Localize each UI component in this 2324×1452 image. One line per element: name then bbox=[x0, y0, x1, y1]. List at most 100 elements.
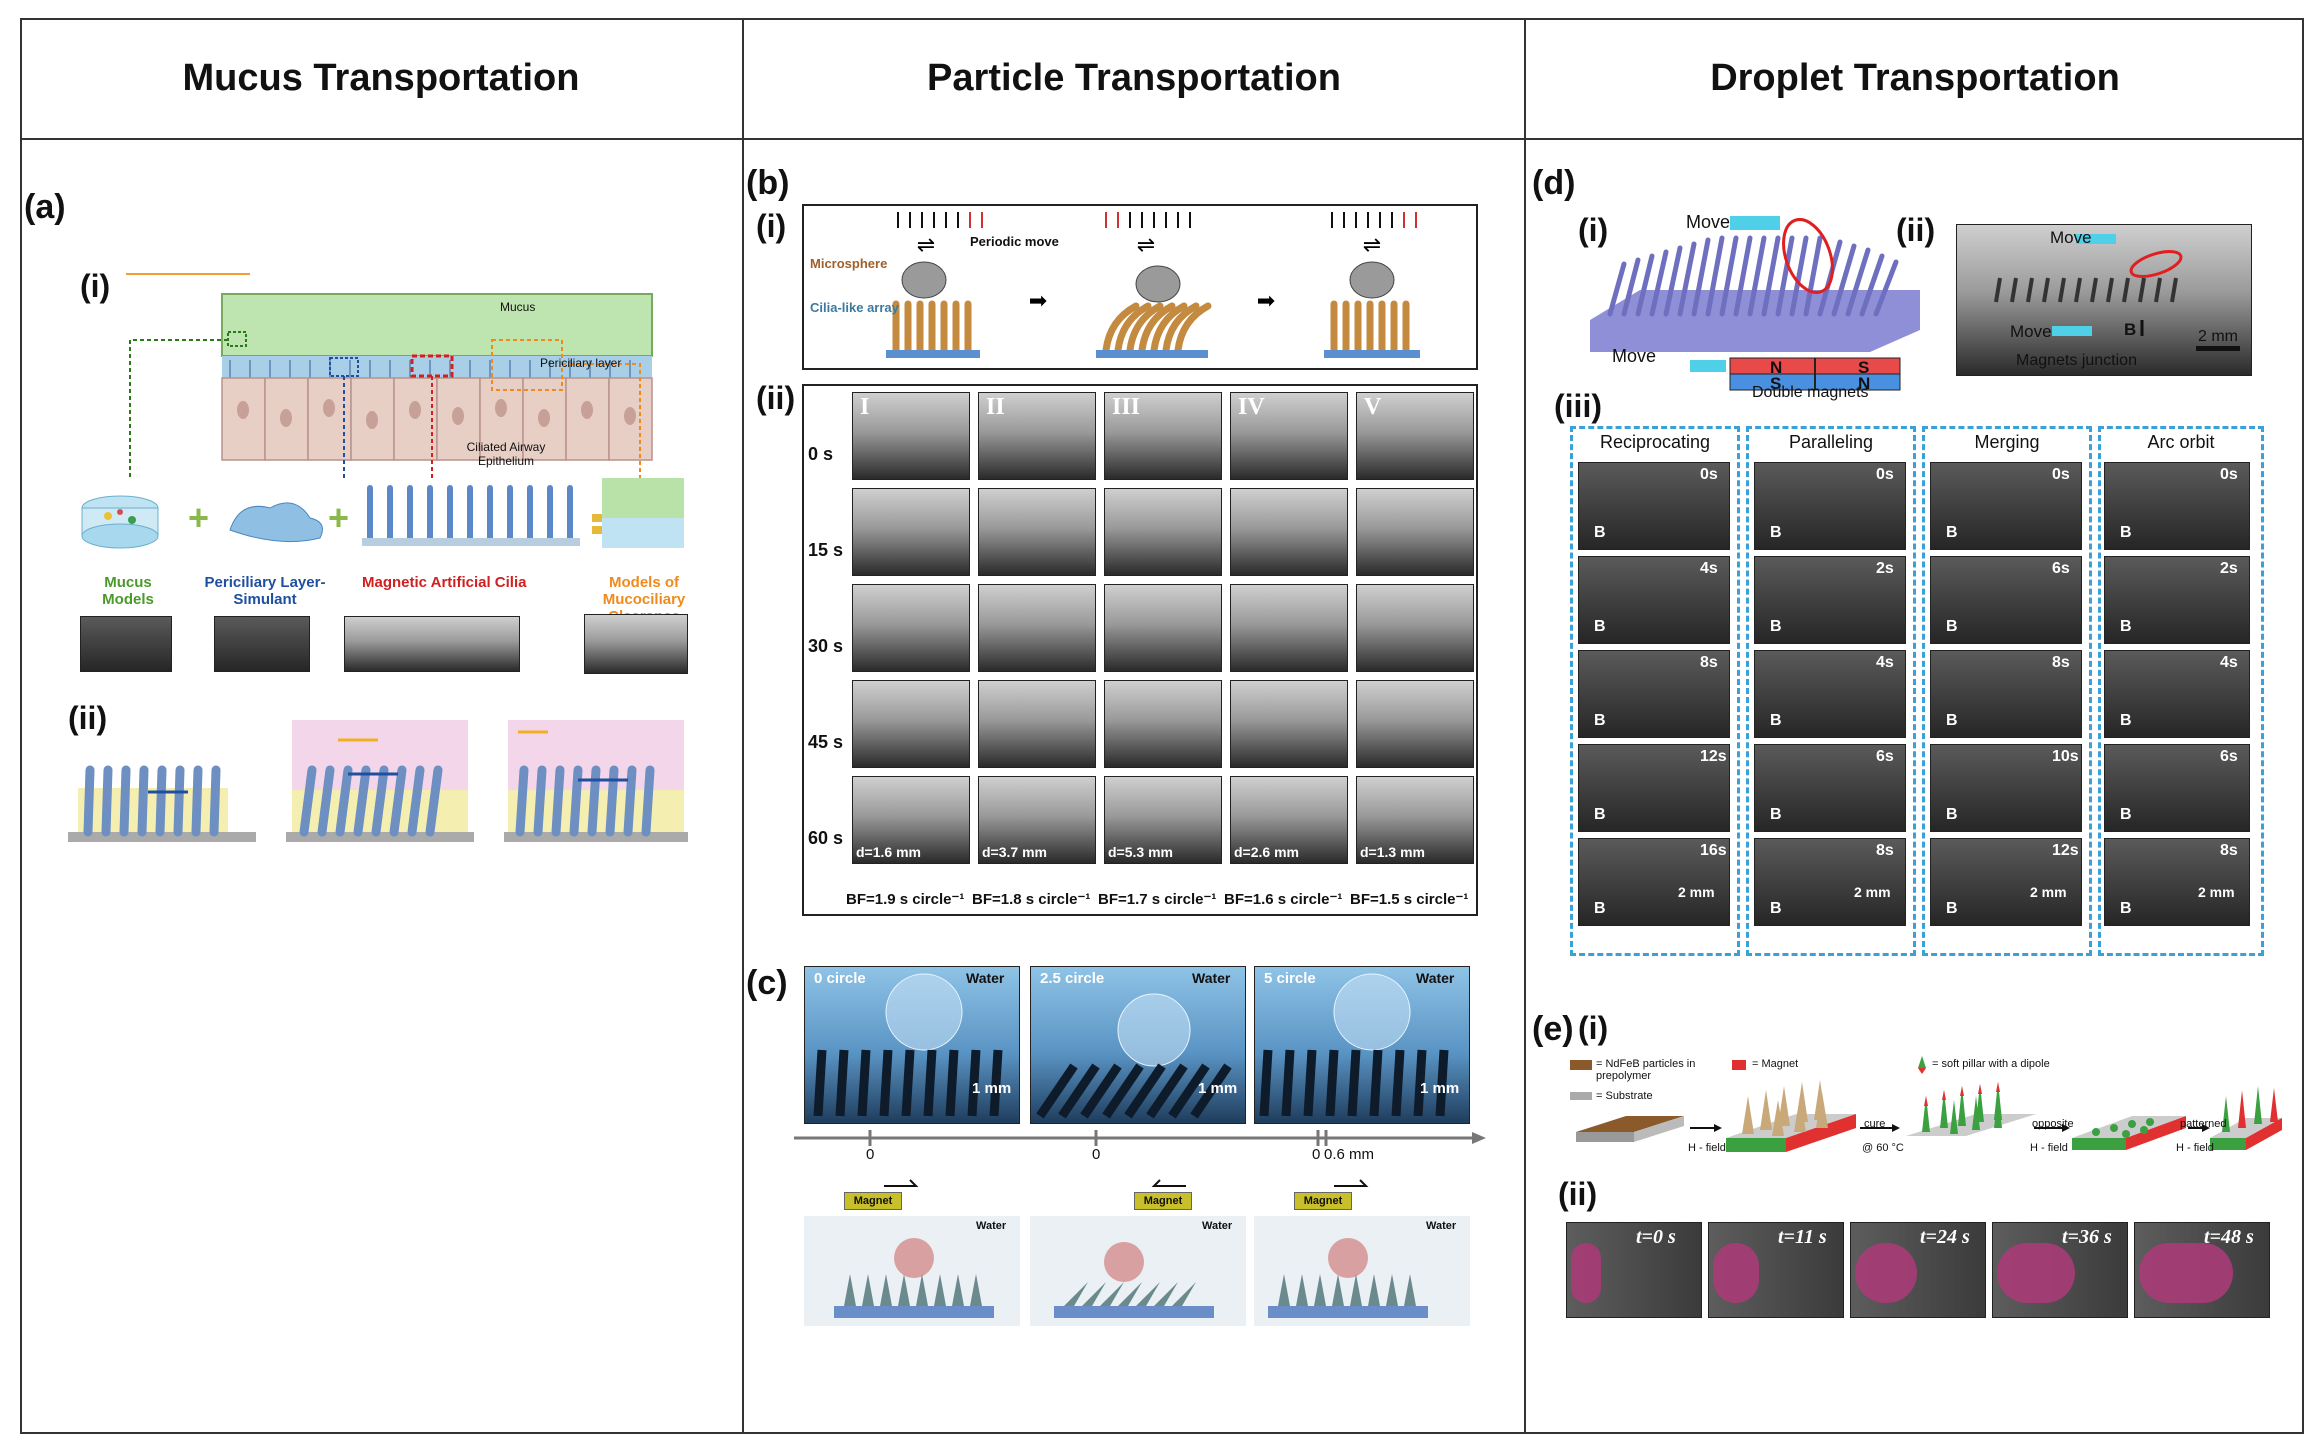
magenta-droplet bbox=[1997, 1243, 2075, 1303]
bf-4: BF=1.6 s circle⁻¹ bbox=[1224, 891, 1343, 908]
roman-label-5: V bbox=[1364, 394, 1382, 420]
b-field-g3-r0: B bbox=[2120, 524, 2132, 541]
legend-soft-pillar: = soft pillar with a dipole bbox=[1932, 1058, 2050, 1070]
b-field-g0-r1: B bbox=[1594, 618, 1606, 635]
frame-0-circle: 0 circle bbox=[814, 970, 866, 987]
magnet-n-top: N bbox=[1770, 358, 1783, 377]
droplet-time-g3-r4: 8s bbox=[2220, 842, 2238, 859]
mucus-label: Mucus bbox=[500, 300, 536, 314]
roman-label-3: III bbox=[1112, 394, 1141, 420]
b-field-g0-r4: B bbox=[1594, 900, 1606, 917]
double-magnets-label: Double magnets bbox=[1752, 384, 1869, 401]
droplet-photo-g2-r4 bbox=[1930, 838, 2082, 926]
magnet-direction-arrows bbox=[884, 1179, 1369, 1187]
svg-text:➡: ➡ bbox=[1257, 289, 1275, 314]
droplet-time-g3-r2: 4s bbox=[2220, 654, 2238, 671]
timelapse-time-2: t=11 s bbox=[1778, 1226, 1827, 1248]
group-title-arc-orbit: Arc orbit bbox=[2147, 432, 2215, 452]
panel-b-sub-i: (i) bbox=[756, 208, 787, 244]
svg-text:⇌: ⇌ bbox=[1137, 233, 1155, 258]
header-droplet: Droplet Transportation bbox=[1710, 56, 2120, 99]
particle-photo-r2-c0 bbox=[852, 584, 970, 672]
water-label-3: Water bbox=[1416, 970, 1455, 986]
particle-photo-r2-c4 bbox=[1356, 584, 1474, 672]
panel-b-sub-ii: (ii) bbox=[756, 380, 796, 416]
distance-label-2: d=3.7 mm bbox=[982, 844, 1047, 860]
particle-photo-r1-c4 bbox=[1356, 488, 1474, 576]
junction-overlays bbox=[1994, 234, 2240, 351]
particle-photo-r4-c3 bbox=[1230, 776, 1348, 864]
move-label-top: Move bbox=[1686, 212, 1731, 232]
hfield-label-1: H - field bbox=[1688, 1142, 1726, 1154]
panel-b-i-box bbox=[802, 204, 1478, 370]
bf-3: BF=1.7 s circle⁻¹ bbox=[1098, 891, 1217, 908]
svg-text:⇌: ⇌ bbox=[917, 233, 935, 258]
fabrication-process-diagram bbox=[1570, 1056, 2282, 1152]
svg-text:⇌: ⇌ bbox=[1363, 233, 1381, 258]
b-field-g3-r3: B bbox=[2120, 806, 2132, 823]
frame-2-5-circle: 2.5 circle bbox=[1040, 970, 1105, 987]
particle-photo-r4-c0 bbox=[852, 776, 970, 864]
legend-ndfeb: = NdFeB particles in prepolymer bbox=[1596, 1058, 1696, 1082]
droplet-photo-g0-r4 bbox=[1578, 838, 1730, 926]
panel-b-label: (b) bbox=[746, 164, 790, 202]
panel-a-label: (a) bbox=[24, 188, 66, 226]
droplet-photo-g0-r3 bbox=[1578, 744, 1730, 832]
svg-text:➡: ➡ bbox=[1029, 289, 1047, 314]
water-schem-3: Water bbox=[1426, 1220, 1457, 1232]
periodic-move-label: Periodic move bbox=[970, 234, 1059, 249]
magnet-droplet-schematics bbox=[834, 1238, 1428, 1318]
move-label-bottom: Move bbox=[1612, 346, 1657, 366]
legend-magnet: = Magnet bbox=[1752, 1058, 1799, 1070]
axis-0-a: 0 bbox=[866, 1146, 875, 1163]
water-schem-1: Water bbox=[976, 1220, 1007, 1232]
legend-substrate: = Substrate bbox=[1596, 1090, 1653, 1102]
svg-text:+: + bbox=[188, 497, 209, 538]
droplet-photo-g2-r1 bbox=[1930, 556, 2082, 644]
particle-photo-r0-c2 bbox=[1104, 392, 1222, 480]
droplet-time-g2-r1: 6s bbox=[2052, 560, 2070, 577]
particle-photo-r0-c3 bbox=[1230, 392, 1348, 480]
particle-photo-r3-c3 bbox=[1230, 680, 1348, 768]
particle-photo-r0-c0 bbox=[852, 392, 970, 480]
timelapse-time-1: t=0 s bbox=[1636, 1226, 1676, 1248]
group-title-merging: Merging bbox=[1974, 432, 2040, 452]
move-label-ii-lower: Move bbox=[2010, 322, 2052, 341]
particle-photo-r3-c1 bbox=[978, 680, 1096, 768]
b-field-g1-r4: B bbox=[1770, 900, 1782, 917]
droplet-photo-g1-r1 bbox=[1754, 556, 1906, 644]
b-field-g2-r3: B bbox=[1946, 806, 1958, 823]
particle-photo-r2-c1 bbox=[978, 584, 1096, 672]
svg-text:+: + bbox=[328, 497, 349, 538]
group-merging bbox=[1922, 426, 2092, 956]
water-label-2: Water bbox=[1192, 970, 1231, 986]
particle-photo-r2-c2 bbox=[1104, 584, 1222, 672]
panel-a-sub-i: (i) bbox=[80, 268, 111, 304]
droplet-photo-g0-r1 bbox=[1578, 556, 1730, 644]
bf-2: BF=1.8 s circle⁻¹ bbox=[972, 891, 1091, 908]
b-field-g3-r4: B bbox=[2120, 900, 2132, 917]
droplet-time-g1-r0: 0s bbox=[1876, 466, 1894, 483]
column-divider-1 bbox=[742, 18, 744, 1434]
water-label-1: Water bbox=[966, 970, 1005, 986]
patterned-label: patterned bbox=[2180, 1118, 2227, 1130]
droplet-cilia-overlays bbox=[813, 973, 1449, 1119]
droplet-time-g2-r3: 10s bbox=[2052, 748, 2079, 765]
droplet-time-g3-r0: 0s bbox=[2220, 466, 2238, 483]
mucus-transport-sequence bbox=[68, 720, 688, 842]
b-field-g2-r0: B bbox=[1946, 524, 1958, 541]
panel-e-label: (e) bbox=[1532, 1010, 1574, 1048]
group-reciprocating bbox=[1570, 426, 1740, 956]
timelapse-frame-3 bbox=[1850, 1222, 1986, 1318]
droplet-photo-g3-r3 bbox=[2104, 744, 2250, 832]
droplet-photo-g1-r4 bbox=[1754, 838, 1906, 926]
scale-1mm-1: 1 mm bbox=[972, 1080, 1012, 1097]
bf-5: BF=1.5 s circle⁻¹ bbox=[1350, 891, 1469, 908]
cilia-array-double-magnets bbox=[1590, 216, 1920, 391]
time-0s: 0 s bbox=[808, 444, 834, 464]
opposite-label: opposite bbox=[2032, 1118, 2074, 1130]
timelapse-frame-2 bbox=[1708, 1222, 1844, 1318]
frame-5-circle: 5 circle bbox=[1264, 970, 1316, 987]
scale-2mm-g3: 2 mm bbox=[2198, 884, 2235, 900]
